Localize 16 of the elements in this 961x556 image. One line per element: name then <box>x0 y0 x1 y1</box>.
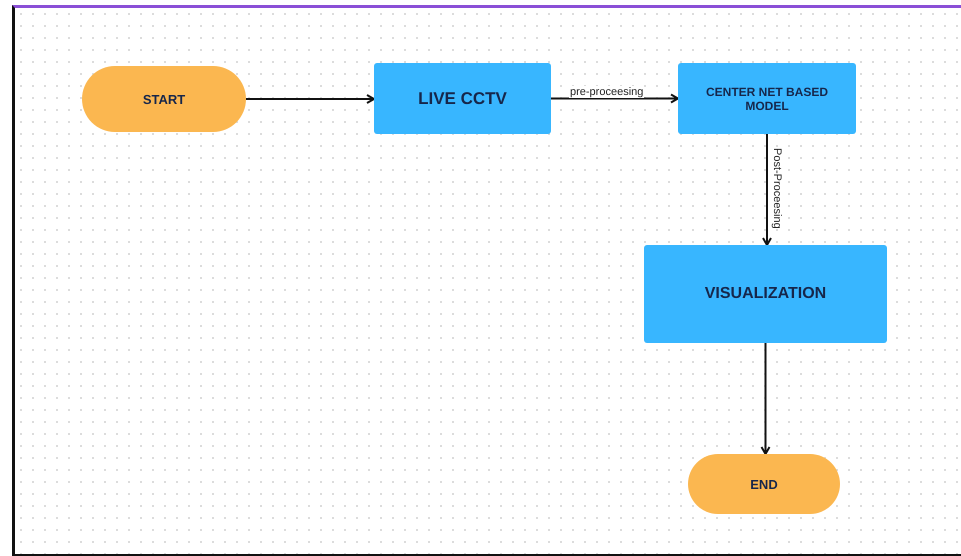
arrow <box>246 94 375 104</box>
terminal-shape <box>82 66 246 132</box>
node-label: END <box>750 476 778 492</box>
arrow <box>762 134 772 246</box>
edge-label: Post-Proceesing <box>770 148 784 229</box>
process-box <box>644 245 887 343</box>
node-label: CENTER NET BASED MODEL <box>704 84 829 112</box>
process-box <box>678 63 856 134</box>
arrow <box>760 343 770 455</box>
node-label: LIVE CCTV <box>418 88 507 108</box>
node-label: START <box>142 92 186 106</box>
node-label: VISUALIZATION <box>704 285 826 303</box>
arrow <box>551 94 679 104</box>
process-box <box>374 63 551 134</box>
edge-label: pre-proceesing <box>569 86 644 98</box>
terminal-shape <box>688 454 840 514</box>
